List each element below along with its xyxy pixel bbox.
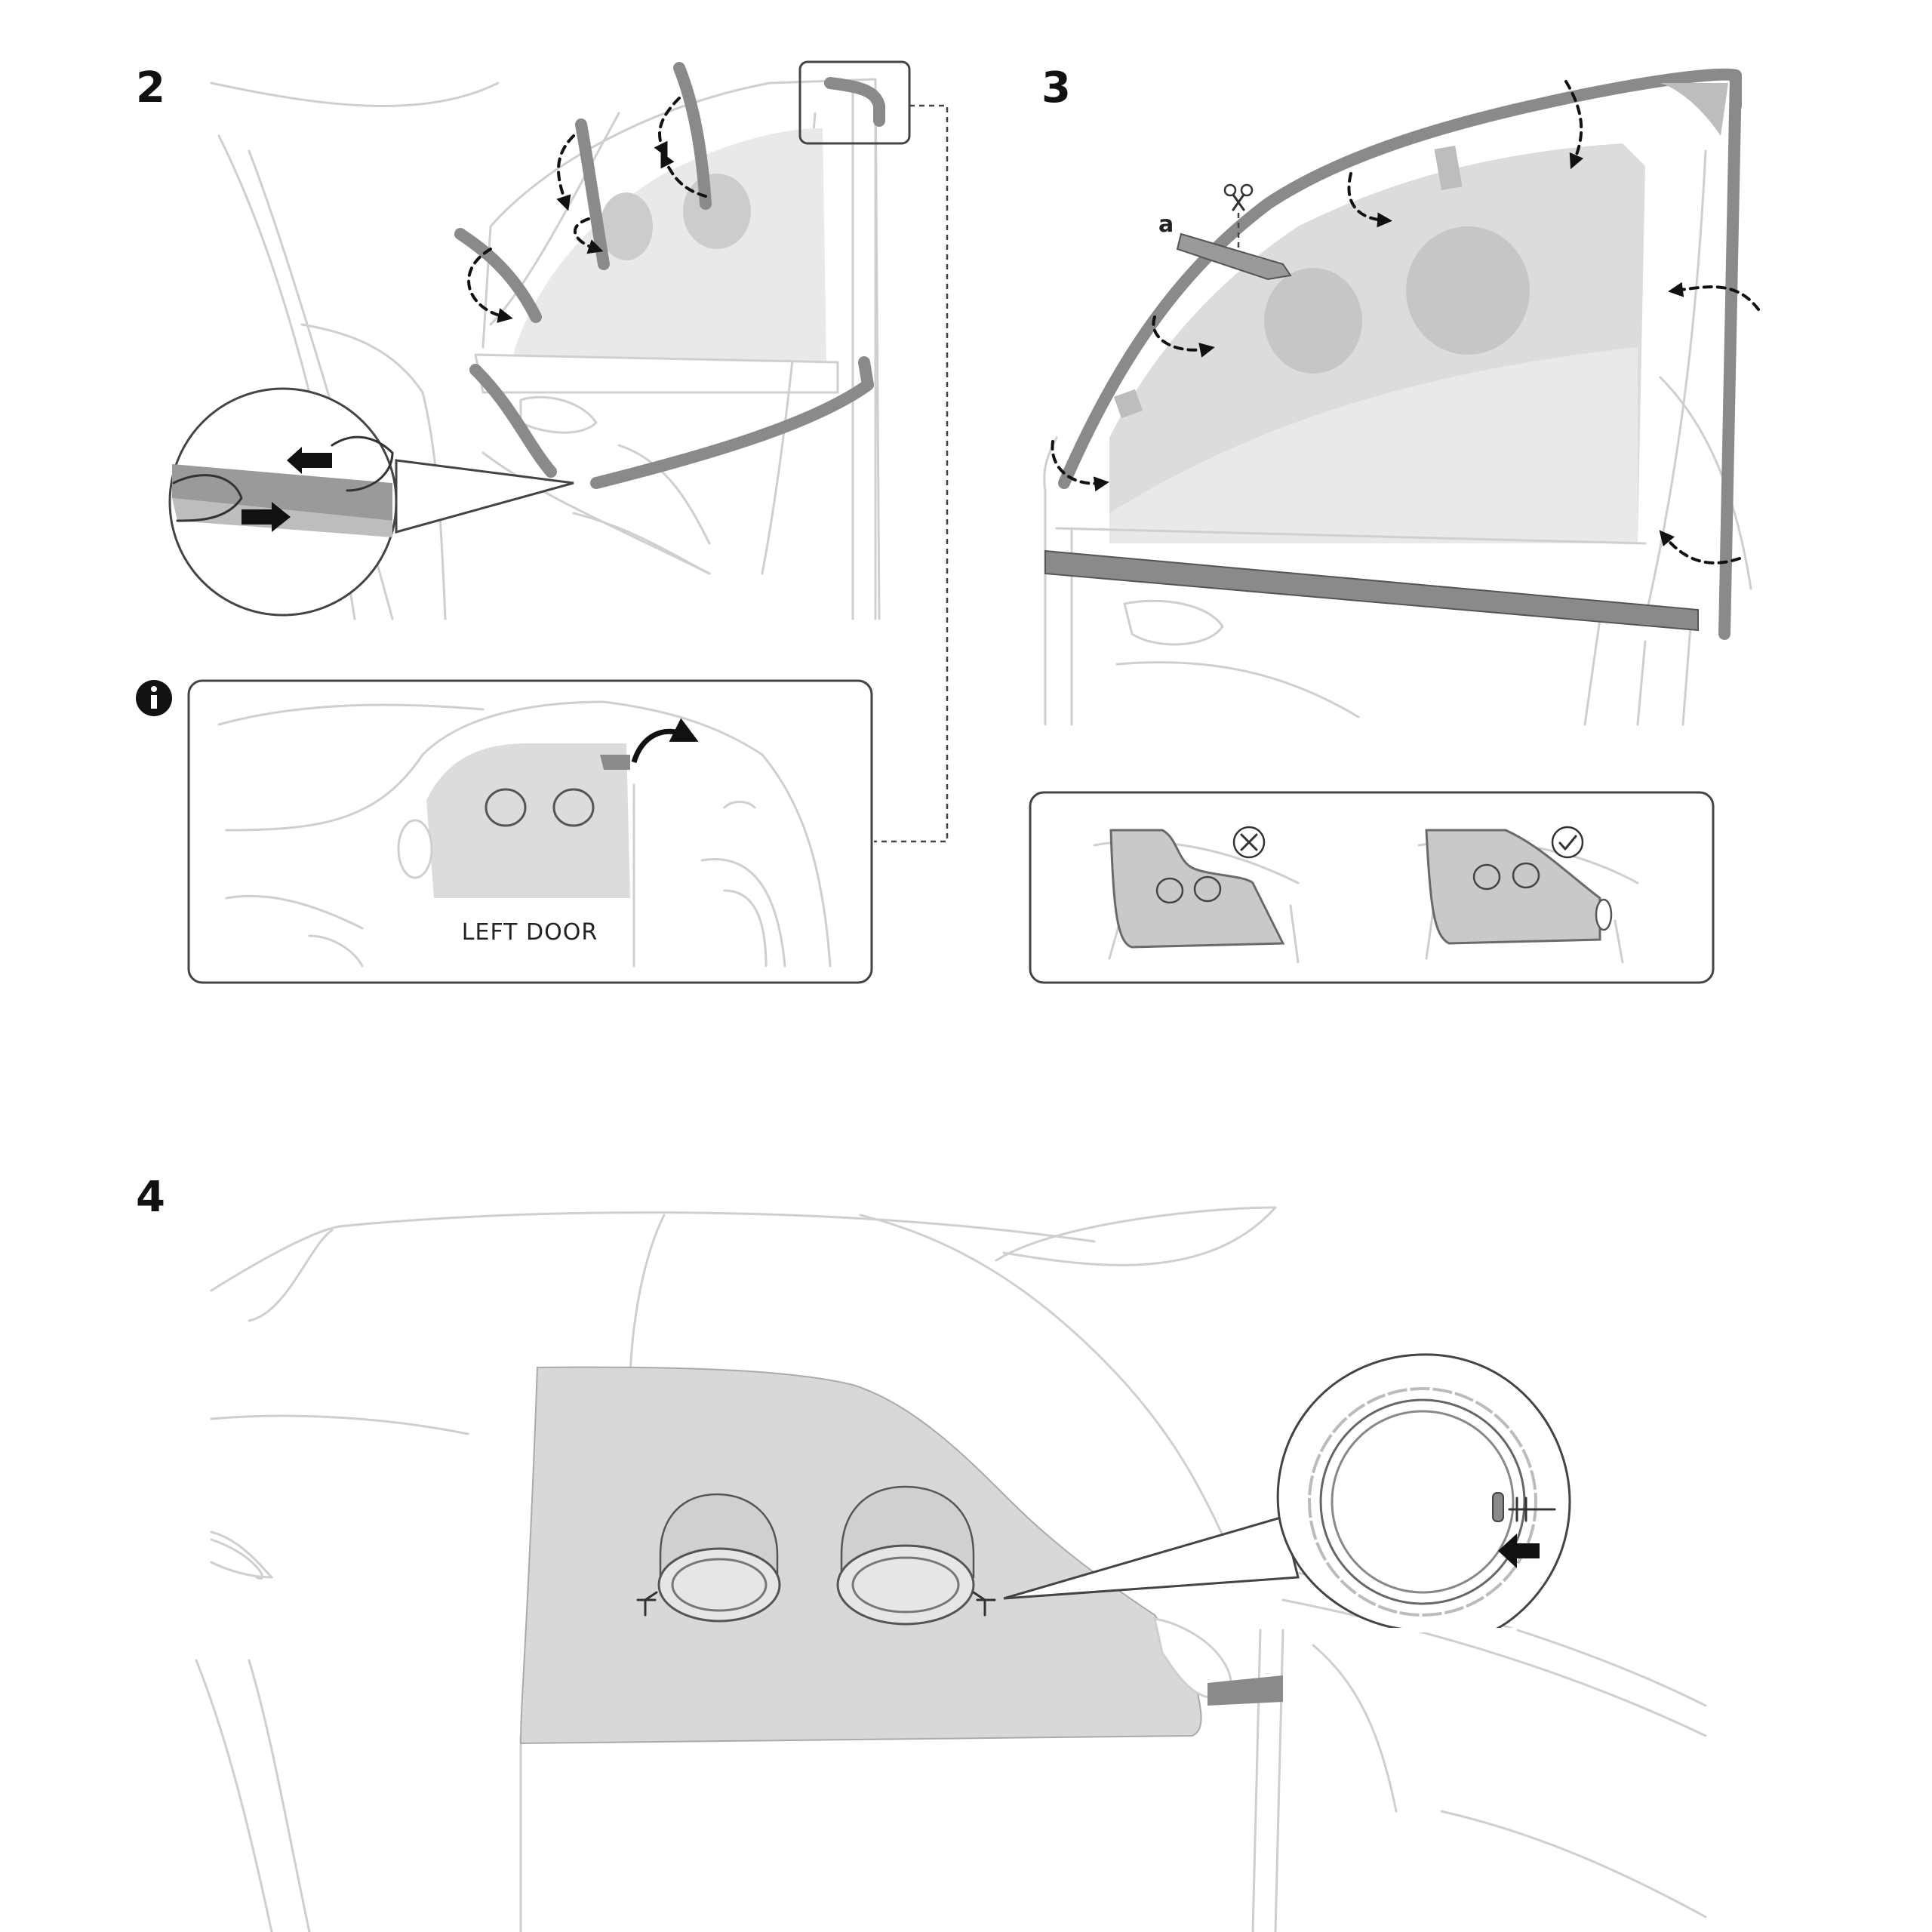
step-number-2: 2 bbox=[136, 63, 165, 112]
tab-3 bbox=[673, 62, 712, 210]
strap-a bbox=[1176, 232, 1292, 281]
side-mirror bbox=[397, 819, 433, 879]
fold-arrow-2 bbox=[556, 134, 575, 211]
step-4-illustration: 4 bbox=[136, 1173, 1707, 1932]
info-frame bbox=[187, 679, 873, 984]
check-circle-icon bbox=[1551, 826, 1584, 859]
fold-arrow-3 bbox=[573, 217, 604, 254]
fold-arrow-right-lower bbox=[1659, 530, 1741, 565]
step-number-3: 3 bbox=[1041, 63, 1071, 112]
fold-arrow-top-right bbox=[1564, 80, 1584, 170]
seal-strip-bottom-step-3 bbox=[1044, 549, 1699, 632]
shade-wrong-fit bbox=[1109, 829, 1285, 949]
info-shade-panel bbox=[426, 743, 630, 898]
fold-arrow-right-upper bbox=[1668, 281, 1760, 311]
vent-hole-right bbox=[683, 174, 751, 249]
info-caption: LEFT DOOR bbox=[462, 919, 598, 946]
window-frame bbox=[481, 78, 881, 620]
arrow-icon bbox=[631, 718, 699, 764]
comparison-wrong bbox=[1093, 826, 1300, 964]
zoom-circle-clip bbox=[1003, 1353, 1571, 1632]
seal-strip-bottom bbox=[590, 356, 874, 489]
comparison-box bbox=[1029, 791, 1715, 984]
tab-1 bbox=[454, 228, 542, 323]
fold-arrow-top-mid bbox=[1347, 172, 1392, 228]
fold-arrow-1 bbox=[467, 248, 513, 323]
info-vent-right bbox=[552, 788, 595, 827]
detail-leader-line bbox=[874, 104, 949, 843]
callout-a: a bbox=[1158, 211, 1174, 238]
fold-arrow-left-lower bbox=[1051, 440, 1109, 492]
arrow-icon bbox=[242, 502, 291, 532]
fold-arrow-5 bbox=[660, 152, 707, 198]
info-strip-tab bbox=[600, 755, 630, 770]
info-vent-left bbox=[485, 788, 527, 827]
zoom-circle-strip-peel bbox=[168, 387, 574, 617]
fold-arrow-left-upper bbox=[1152, 315, 1215, 358]
seal-strip-top bbox=[1058, 68, 1742, 489]
vent-sleeve-left bbox=[636, 1493, 781, 1623]
comparison-correct bbox=[1417, 826, 1639, 964]
scissors-icon bbox=[1223, 183, 1254, 249]
arrow-icon bbox=[1498, 1534, 1540, 1568]
step-2-illustration: 2 bbox=[136, 60, 949, 843]
info-box-left-door: LEFT DOOR bbox=[136, 679, 873, 984]
seal-strip-lower-left bbox=[469, 364, 557, 478]
window-shade-highlight bbox=[1109, 347, 1638, 543]
seal-strip-right bbox=[1718, 69, 1742, 640]
vent-hole-right-step-3 bbox=[1406, 226, 1530, 355]
seal-strip-step-4 bbox=[1208, 1675, 1283, 1706]
step-3-illustration: 3 a bbox=[1041, 63, 1760, 726]
arrow-icon bbox=[287, 447, 332, 474]
tab-a bbox=[1434, 145, 1463, 191]
tab-b bbox=[1113, 389, 1143, 419]
window-shade-panel bbox=[513, 128, 826, 362]
comparison-frame bbox=[1029, 791, 1715, 984]
vent-hole-left bbox=[600, 192, 653, 260]
corner-flap bbox=[1660, 83, 1728, 136]
step-number-4: 4 bbox=[136, 1173, 165, 1222]
vent-sleeve-right bbox=[836, 1485, 996, 1626]
detail-box-corner bbox=[798, 60, 911, 145]
window-sill bbox=[474, 353, 839, 394]
seal-strip-corner bbox=[824, 77, 885, 127]
fold-arrow-4 bbox=[654, 97, 681, 158]
vent-hole-left-step-3 bbox=[1264, 268, 1362, 374]
